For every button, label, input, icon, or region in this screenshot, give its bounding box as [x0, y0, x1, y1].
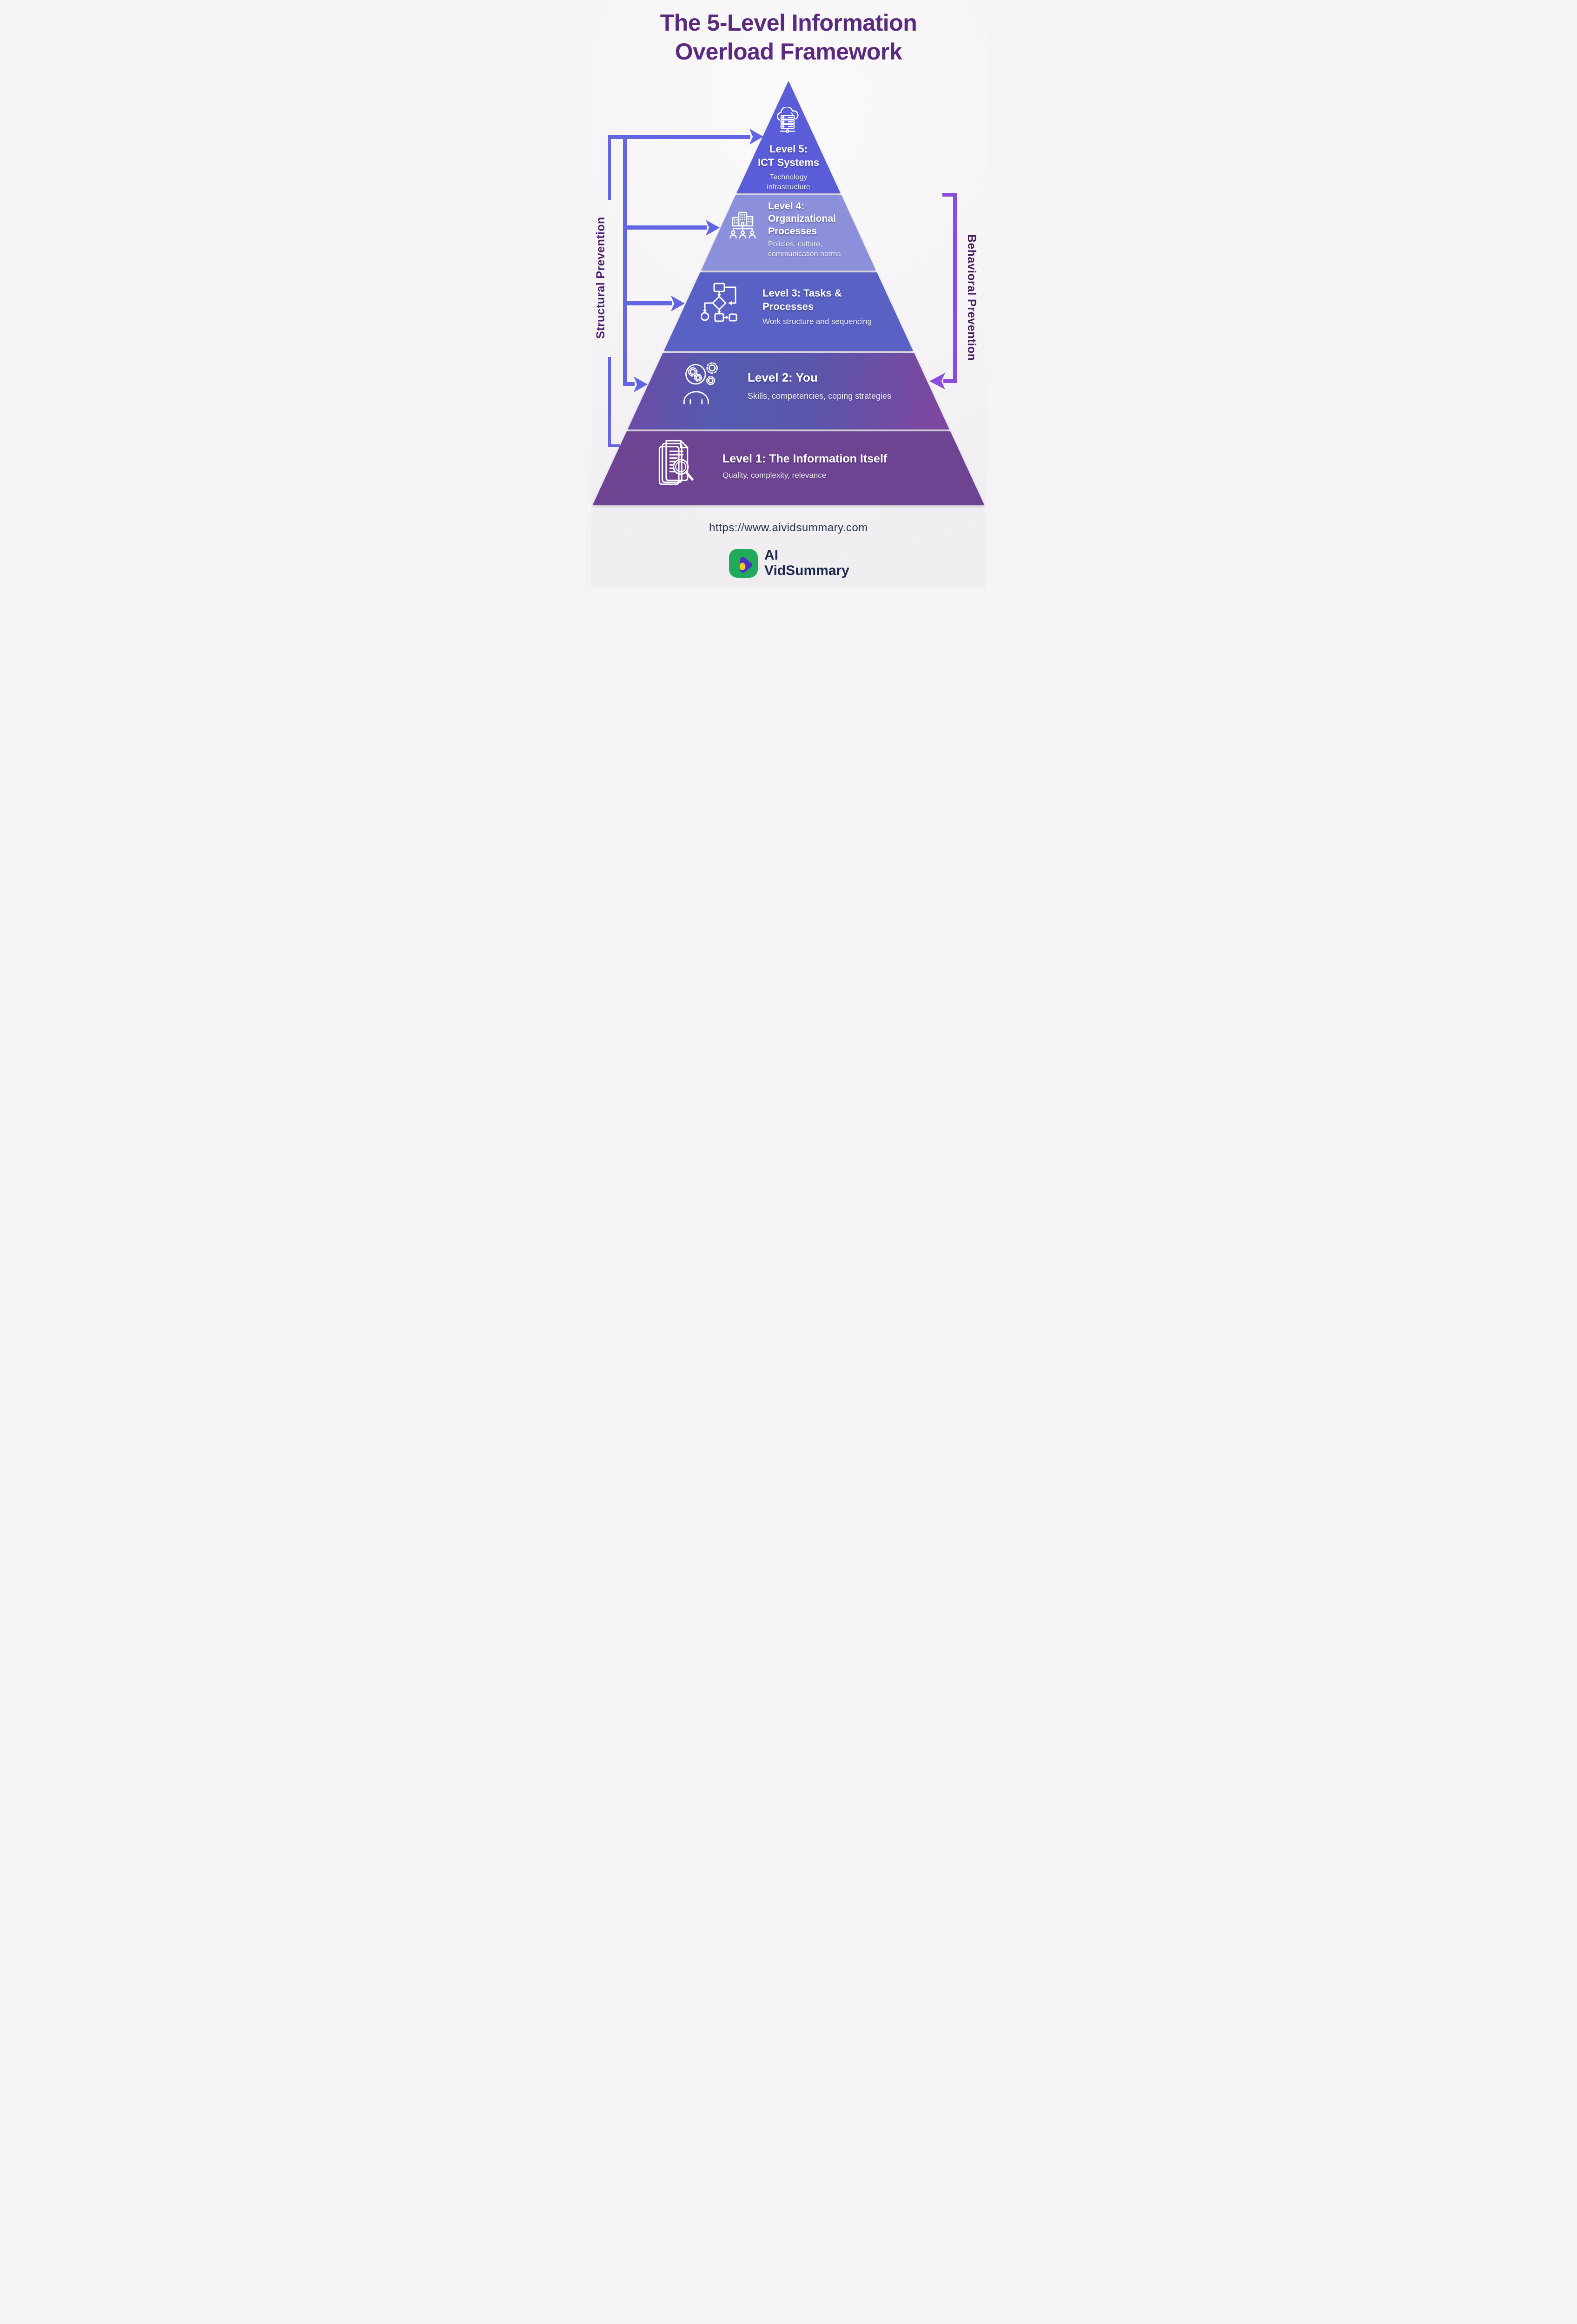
- level-2-slab: [628, 353, 949, 429]
- level-4-title-line-2: Organizational: [768, 213, 836, 224]
- arrow-to-level-4-shaft: [623, 225, 707, 230]
- level-4-subtitle-line-2: communication norms: [768, 250, 841, 258]
- brand-name-line-2: VidSummary: [764, 563, 849, 578]
- brand-logo: [729, 549, 758, 578]
- arrow-to-level-5-shaft: [608, 135, 750, 139]
- website-url: https://www.aividsummary.com: [709, 522, 868, 534]
- level-5-subtitle: Technology infrastructure: [737, 172, 840, 192]
- brand-name: AI VidSummary: [764, 548, 849, 578]
- level-4-title-line-1: Level 4:: [768, 201, 805, 211]
- level-1-title: Level 1: The Information Itself: [722, 452, 887, 466]
- level-5-title-line-1: Level 5:: [769, 143, 808, 155]
- level-5-title-line-2: ICT Systems: [757, 157, 820, 168]
- document-search-icon: [656, 439, 702, 487]
- level-1-slab: [593, 431, 984, 505]
- behavioral-bracket-spine: [953, 193, 957, 379]
- level-5-title: Level 5: ICT Systems: [737, 142, 840, 169]
- structural-bracket-bottom-tick: [608, 444, 620, 447]
- play-icon: [739, 557, 753, 573]
- behavioral-prevention-label: Behavioral Prevention: [965, 234, 978, 361]
- level-4-title: Level 4: Organizational Processes: [768, 200, 836, 238]
- level-2-title: Level 2: You: [748, 370, 818, 385]
- arrow-to-level-3-shaft: [623, 301, 672, 305]
- structural-prevention-label: Structural Prevention: [594, 217, 607, 339]
- level-1-subtitle: Quality, complexity, relevance: [722, 470, 826, 481]
- infographic-canvas: The 5-Level Information Overload Framewo…: [591, 0, 986, 588]
- behavioral-bracket-top-tick: [942, 193, 957, 197]
- page-title: The 5-Level Information Overload Framewo…: [591, 8, 986, 66]
- flowchart-icon: [701, 283, 746, 324]
- level-1-title-line-1: Level 1: The Information Itself: [722, 452, 888, 465]
- level-3-title-line-1: Level 3: Tasks &: [762, 287, 842, 299]
- organization-building-icon: [727, 211, 759, 241]
- level-4-subtitle: Policies, culture, communication norms: [768, 239, 841, 259]
- pyramid: [591, 0, 986, 588]
- level-2-title-line-1: Level 2: You: [748, 370, 818, 384]
- level-2-subtitle-line-1: Skills, competencies, coping strategies: [748, 391, 892, 401]
- cloud-server-icon: [774, 107, 802, 133]
- level-2-subtitle: Skills, competencies, coping strategies: [748, 391, 891, 402]
- level-5-subtitle-line-2: infrastructure: [767, 183, 810, 191]
- level-3-subtitle-line-1: Work structure and sequencing: [762, 317, 872, 326]
- level-5-subtitle-line-1: Technology: [769, 173, 808, 181]
- head-gears-icon: [680, 360, 728, 406]
- level-3-title-line-2: Processes: [762, 301, 814, 312]
- brand-name-line-1: AI: [764, 548, 778, 563]
- arrow-to-level-2-shaft: [623, 382, 635, 386]
- level-4-subtitle-line-1: Policies, culture,: [768, 240, 822, 248]
- page-title-line-2: Overload Framework: [675, 39, 902, 65]
- page-title-line-1: The 5-Level Information: [660, 10, 917, 36]
- level-4-slab: [701, 195, 876, 271]
- structural-bracket-top-segment: [608, 135, 611, 200]
- level-4-title-line-3: Processes: [768, 226, 817, 237]
- structural-arrows-spine: [623, 135, 627, 386]
- level-3-subtitle: Work structure and sequencing: [762, 317, 872, 327]
- structural-bracket-bottom-segment: [608, 357, 611, 447]
- level-1-subtitle-line-1: Quality, complexity, relevance: [722, 471, 827, 480]
- behavioral-arrow-shaft: [943, 379, 957, 383]
- level-3-title: Level 3: Tasks & Processes: [762, 286, 842, 313]
